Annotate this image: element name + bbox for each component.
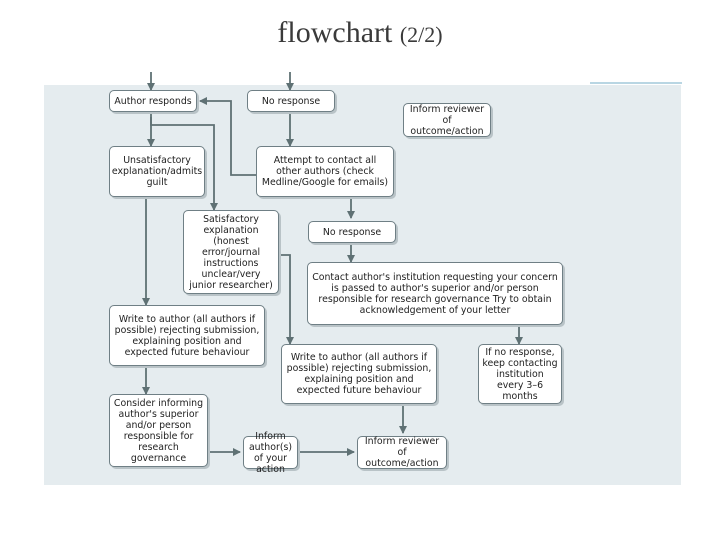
node-inform-authors: Inform author(s) of your action — [243, 431, 298, 474]
node-write-reject: Write to author (all authors if possible… — [109, 305, 265, 366]
node-consider-informing: Consider informing author's superior and… — [109, 394, 208, 467]
node-inform-reviewer-top: Inform reviewer of outcome/action — [403, 103, 491, 137]
slide-title: flowchart (2/2) — [0, 16, 720, 50]
node-no-response-2: No response — [308, 221, 396, 243]
node-unsatisfactory: Unsatisfactory explanation/admits guilt — [109, 146, 205, 197]
node-no-response-1: No response — [247, 90, 335, 112]
slide-title-main: flowchart — [277, 16, 393, 49]
accent-rule — [590, 82, 682, 84]
slide-title-suffix: (2/2) — [399, 22, 443, 47]
arrow-responds-to-satisfactory — [150, 117, 218, 211]
arrow-attempt-to-responds — [199, 97, 256, 176]
node-inform-reviewer-bottom: Inform reviewer of outcome/action — [357, 436, 447, 469]
arrow-satisfactory-to-write2 — [279, 254, 294, 345]
node-write-reject-2: Write to author (all authors if possible… — [281, 344, 437, 404]
node-keep-contacting: If no response, keep contacting institut… — [478, 344, 562, 404]
node-author-responds: Author responds — [109, 90, 197, 112]
node-attempt-contact: Attempt to contact all other authors (ch… — [256, 146, 394, 197]
node-satisfactory: Satisfactory explanation (honest error/j… — [183, 210, 279, 294]
node-contact-institution: Contact author's institution requesting … — [307, 262, 563, 325]
